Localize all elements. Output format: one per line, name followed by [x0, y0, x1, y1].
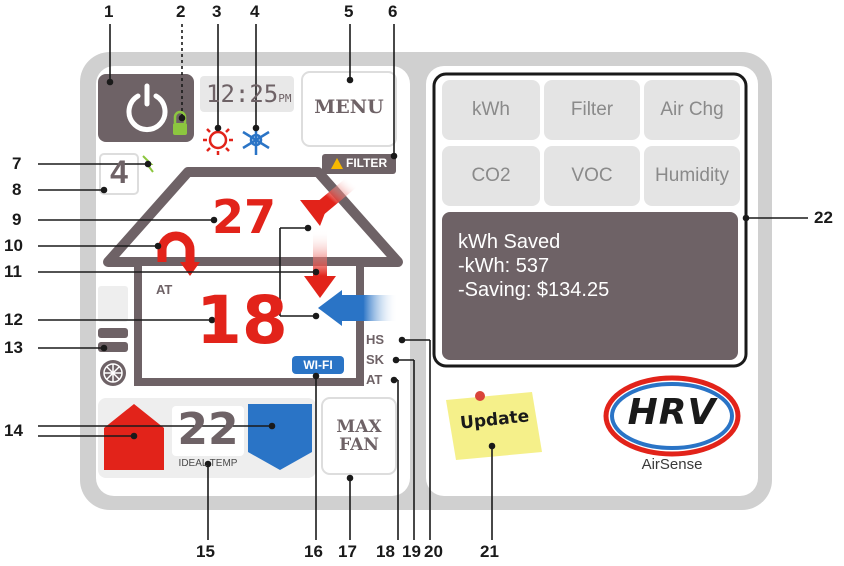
outdoor-temp: 27 [212, 190, 277, 244]
mode-hs: HS [366, 332, 385, 347]
callout-13: 13 [4, 338, 23, 357]
tile-humidity[interactable]: Humidity [644, 146, 740, 206]
callout-lines [38, 24, 808, 540]
callout-22: 22 [814, 208, 833, 227]
indoor-temp: 18 [196, 282, 288, 359]
pin-icon [475, 391, 485, 401]
brand-subtitle: AirSense [641, 456, 703, 473]
wifi-badge [292, 356, 344, 374]
callout-8: 8 [12, 180, 22, 199]
callout-2: 2 [176, 2, 186, 21]
callout-10: 10 [4, 236, 23, 255]
temp-down-button[interactable] [248, 404, 312, 470]
tile-filter[interactable]: Filter [544, 80, 640, 140]
callout-4: 4 [250, 2, 260, 21]
info-saving: -Saving: $134.25 [458, 279, 610, 301]
fresh-air-arrow [313, 230, 327, 276]
clock-box [200, 76, 294, 112]
level-bar-top [98, 328, 128, 338]
callout-15: 15 [196, 542, 215, 561]
callout-18: 18 [376, 542, 395, 561]
ideal-temp-label: IDEAL TEMP [178, 458, 238, 469]
info-kwh: -kWh: 537 [458, 255, 550, 277]
clock-suffix: PM [278, 92, 292, 105]
callout-12: 12 [4, 310, 23, 329]
fan-icon [100, 360, 126, 386]
power-button[interactable] [98, 74, 194, 142]
brand-logo-text: HRV [627, 392, 717, 433]
mode-sk: SK [366, 352, 385, 367]
snowflake-icon [242, 125, 270, 155]
max-fan-label[interactable]: MAX FAN [322, 418, 396, 454]
callout-11: 11 [4, 262, 22, 281]
callout-16: 16 [304, 542, 323, 561]
callout-20: 20 [424, 542, 443, 561]
exhaust-air-arrow [340, 295, 398, 321]
clock-display: 12:25PM [206, 80, 292, 108]
menu-button[interactable] [301, 71, 397, 147]
callout-6: 6 [388, 2, 398, 21]
callout-7: 7 [12, 154, 22, 173]
hrv-logo [603, 375, 741, 457]
tile-kwh[interactable]: kWh [442, 80, 540, 140]
fan-speed-value: 4 [110, 154, 128, 190]
callout-9: 9 [12, 210, 22, 229]
humidity-level-box [98, 286, 128, 322]
tile-co2[interactable]: CO2 [442, 146, 540, 206]
menu-label[interactable]: MENU [314, 96, 384, 118]
filter-label: FILTER [346, 156, 388, 170]
clock-time: 12:25 [206, 80, 279, 108]
callout-14: 14 [4, 421, 23, 440]
callout-1: 1 [104, 2, 114, 21]
mode-at: AT [366, 372, 383, 387]
callout-19: 19 [402, 542, 421, 561]
tile-air-change[interactable]: Air Chg [644, 80, 740, 140]
update-note[interactable] [446, 391, 542, 460]
warning-icon [331, 158, 343, 169]
ideal-temp-box [172, 406, 244, 456]
max-fan-line2: FAN [339, 435, 379, 455]
max-fan-button[interactable] [321, 397, 397, 475]
wifi-label: WI-FI [303, 358, 333, 372]
info-display: kWh Saved -kWh: 537 -Saving: $134.25 [442, 212, 738, 360]
callout-17: 17 [338, 542, 357, 561]
callout-5: 5 [344, 2, 354, 21]
heat-icon [203, 125, 233, 155]
callout-3: 3 [212, 2, 222, 21]
at-label: AT [156, 282, 173, 297]
recirculation-arrow [157, 231, 195, 262]
max-fan-line1: MAX [336, 417, 382, 437]
callout-21: 21 [480, 542, 499, 561]
info-title: kWh Saved [458, 231, 561, 253]
tile-voc[interactable]: VOC [544, 146, 640, 206]
ideal-temp-value: 22 [177, 404, 239, 455]
